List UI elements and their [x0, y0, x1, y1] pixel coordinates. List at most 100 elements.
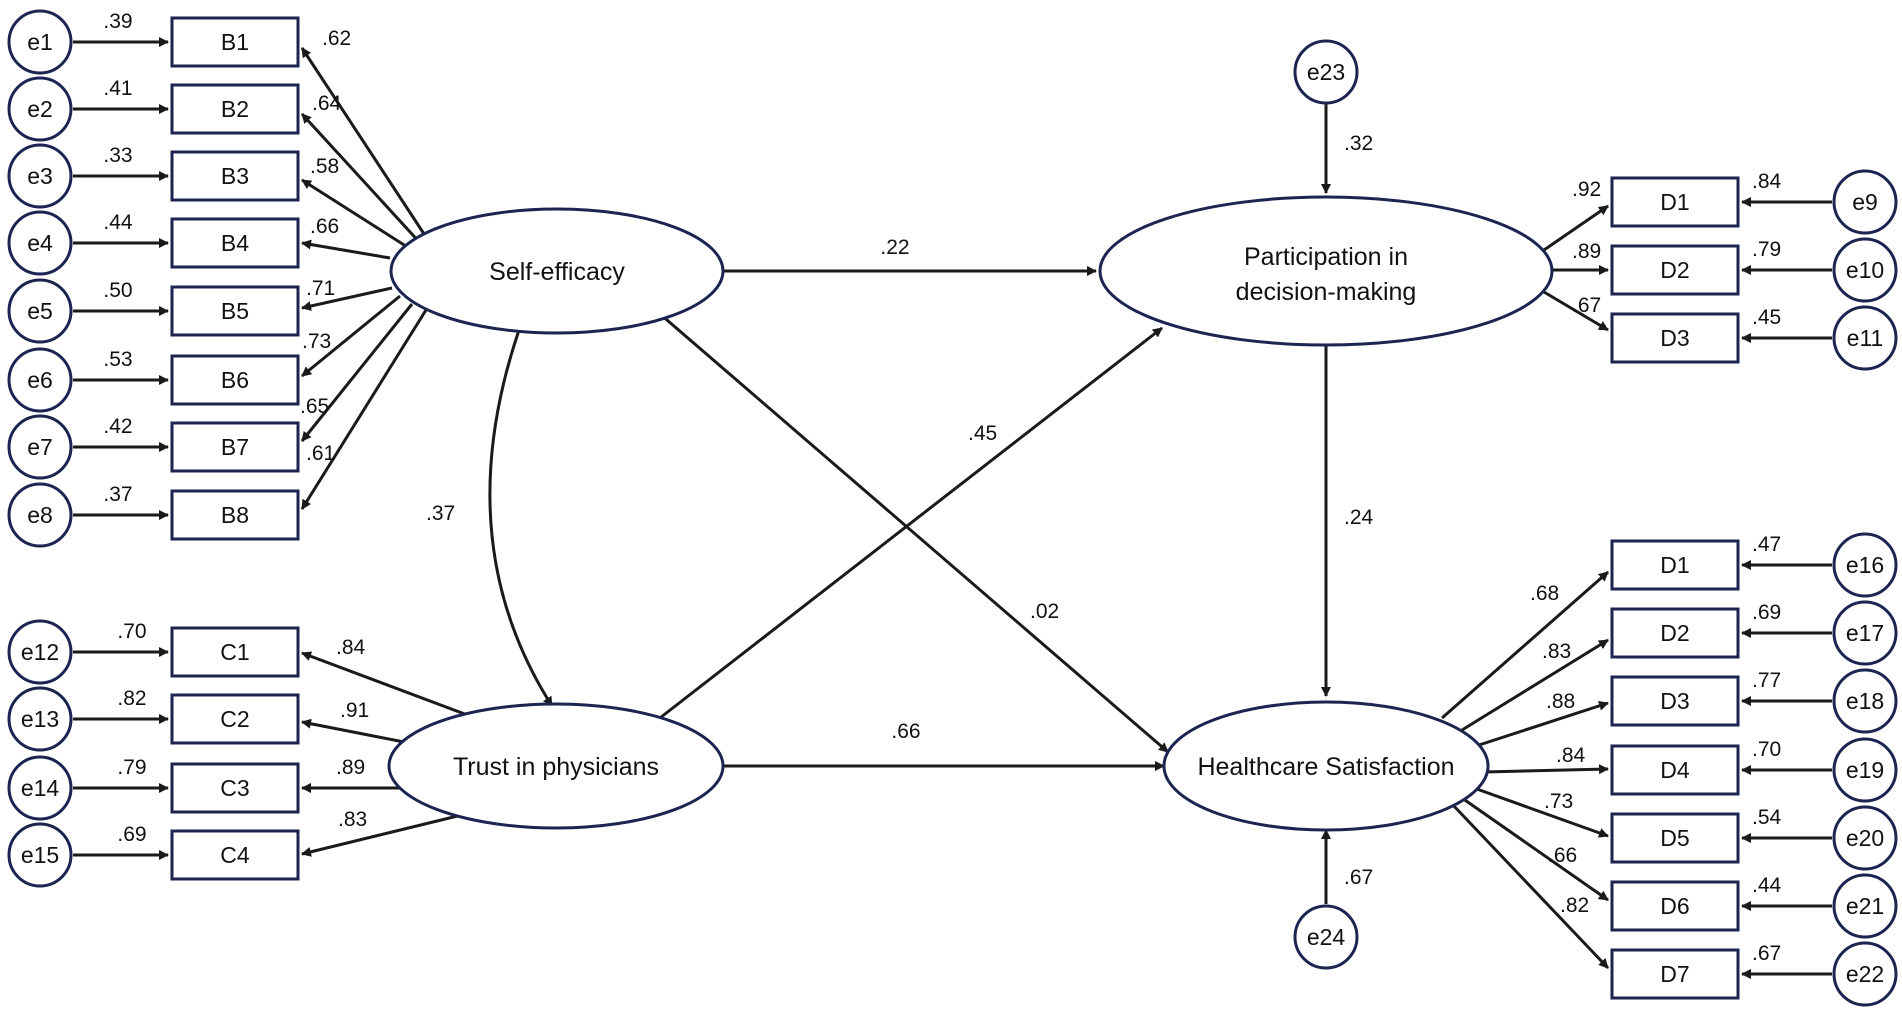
- error-label-e6: e6: [27, 367, 53, 393]
- error-circle-e17: [1832, 600, 1898, 666]
- indicator-label-c4: C4: [220, 842, 250, 868]
- loading-coef-b2: .64: [312, 92, 342, 115]
- indicator-box-satisfaction-d7: [1610, 948, 1740, 1000]
- error-coef-e18: .77: [1752, 669, 1781, 692]
- indicator-box-c4: [170, 829, 300, 881]
- disturbance-terms: e23 e24: [1293, 39, 1359, 970]
- error-coef-e4: .44: [103, 211, 133, 234]
- loading-path-b1: [300, 47, 430, 241]
- error-circle-e11: [1832, 305, 1898, 371]
- loading-path-satisfaction-d7: [1450, 802, 1610, 970]
- latent-label-participation-line1: Participation in: [1244, 243, 1408, 271]
- error-label-e1: e1: [27, 29, 53, 55]
- loading-coef-b8: .61: [306, 442, 335, 465]
- error-label-e22: e22: [1846, 961, 1884, 987]
- error-label-e24: e24: [1307, 924, 1346, 950]
- latent-label-trust-in-physicians: Trust in physicians: [453, 753, 659, 781]
- error-label-e3: e3: [27, 163, 53, 189]
- indicator-box-satisfaction-d4: [1610, 744, 1740, 796]
- error-coef-e1: .39: [103, 10, 132, 33]
- indicator-box-b4: [170, 217, 300, 269]
- self-efficacy-indicators: e1 .39 B1 .62 e2 .41 B2 .64 e3 .33 B3 .5…: [7, 9, 430, 548]
- loading-coef-b1: .62: [322, 27, 351, 50]
- error-circle-e15: [7, 822, 73, 888]
- loading-coef-participation-d3: .67: [1572, 294, 1601, 317]
- error-label-e2: e2: [27, 96, 53, 122]
- loading-path-satisfaction-d5: [1473, 786, 1609, 838]
- loading-coef-b3: .58: [310, 155, 339, 178]
- indicator-box-b7: [170, 421, 300, 473]
- indicator-box-b3: [170, 150, 300, 202]
- loading-coef-c4: .83: [338, 808, 367, 831]
- error-circle-e20: [1832, 805, 1898, 871]
- indicator-label-satisfaction-d6: D6: [1660, 893, 1689, 919]
- error-circle-e9: [1832, 169, 1898, 235]
- loading-path-c2: [301, 718, 405, 744]
- error-circle-e12: [7, 619, 73, 685]
- error-label-e18: e18: [1846, 688, 1884, 714]
- error-label-e17: e17: [1846, 620, 1884, 646]
- error-coef-e9: .84: [1752, 170, 1782, 193]
- error-label-e11: e11: [1847, 325, 1884, 351]
- error-circle-e2: [7, 76, 73, 142]
- loading-coef-c3: .89: [336, 756, 365, 779]
- error-coef-e22: .67: [1752, 942, 1781, 965]
- error-label-e23: e23: [1307, 59, 1345, 85]
- trust-indicators: e12 .70 C1 .84 e13 .82 C2 .91 e14 .79 C3…: [7, 619, 475, 888]
- coef-participation-to-satisfaction: .24: [1344, 506, 1374, 529]
- indicator-label-b5: B5: [221, 298, 249, 324]
- loading-coef-satisfaction-d1: .68: [1530, 582, 1559, 605]
- error-label-e12: e12: [21, 639, 59, 665]
- indicator-box-b2: [170, 83, 300, 135]
- indicator-label-participation-d3: D3: [1660, 325, 1689, 351]
- loading-coef-participation-d1: .92: [1572, 178, 1601, 201]
- indicator-label-satisfaction-d2: D2: [1660, 620, 1689, 646]
- coef-self-efficacy-trust-covariance: .37: [426, 502, 455, 525]
- loading-path-b2: [300, 112, 424, 247]
- error-label-e13: e13: [21, 706, 59, 732]
- error-circle-e22: [1832, 941, 1898, 1007]
- latent-participation: [1098, 195, 1554, 347]
- error-coef-e8: .37: [103, 483, 132, 506]
- error-circle-e7: [7, 414, 73, 480]
- indicator-box-satisfaction-d2: [1610, 607, 1740, 659]
- error-circle-e21: [1832, 873, 1898, 939]
- indicator-box-c2: [170, 693, 300, 745]
- loading-coef-satisfaction-d7: .82: [1560, 894, 1589, 917]
- indicator-box-satisfaction-d1: [1610, 539, 1740, 591]
- error-label-e10: e10: [1846, 257, 1884, 283]
- error-coef-e20: .54: [1752, 806, 1782, 829]
- path-trust-to-participation: [655, 326, 1163, 723]
- error-circle-e10: [1832, 237, 1898, 303]
- indicator-label-b6: B6: [221, 367, 249, 393]
- error-coef-e21: .44: [1752, 874, 1782, 897]
- loading-coef-satisfaction-d6: .66: [1548, 844, 1577, 867]
- indicator-label-c1: C1: [220, 639, 249, 665]
- error-circle-e14: [7, 755, 73, 821]
- indicator-box-c1: [170, 626, 300, 678]
- latent-trust-in-physicians: [387, 702, 725, 830]
- loading-coef-satisfaction-d3: .88: [1546, 690, 1575, 713]
- latent-label-healthcare-satisfaction: Healthcare Satisfaction: [1197, 753, 1454, 781]
- loading-coef-satisfaction-d2: .83: [1542, 640, 1571, 663]
- coef-e24: .67: [1344, 866, 1373, 889]
- loading-path-b4: [301, 239, 391, 260]
- loading-coef-participation-d2: .89: [1572, 240, 1601, 263]
- error-label-e16: e16: [1846, 552, 1884, 578]
- error-circle-e13: [7, 686, 73, 752]
- coef-self-efficacy-to-satisfaction: .02: [1030, 600, 1059, 623]
- participation-indicators: D1 .92 e9 .84 D2 .89 e10 .79 D3 .67 e11 …: [1543, 169, 1898, 371]
- error-coef-e14: .79: [117, 756, 146, 779]
- indicator-label-satisfaction-d5: D5: [1660, 825, 1689, 851]
- error-label-e5: e5: [27, 298, 53, 324]
- satisfaction-indicators: D1 .68 e16 .47 D2 .83 e17 .69 D3 .88 e18…: [1441, 532, 1898, 1007]
- error-label-e15: e15: [21, 842, 59, 868]
- path-self-efficacy-to-satisfaction: [659, 312, 1169, 754]
- error-circle-e16: [1832, 532, 1898, 598]
- indicator-box-satisfaction-d6: [1610, 880, 1740, 932]
- indicator-label-satisfaction-d4: D4: [1660, 757, 1690, 783]
- error-circle-e23: [1293, 39, 1359, 105]
- error-circle-e3: [7, 143, 73, 209]
- error-circle-e5: [7, 278, 73, 344]
